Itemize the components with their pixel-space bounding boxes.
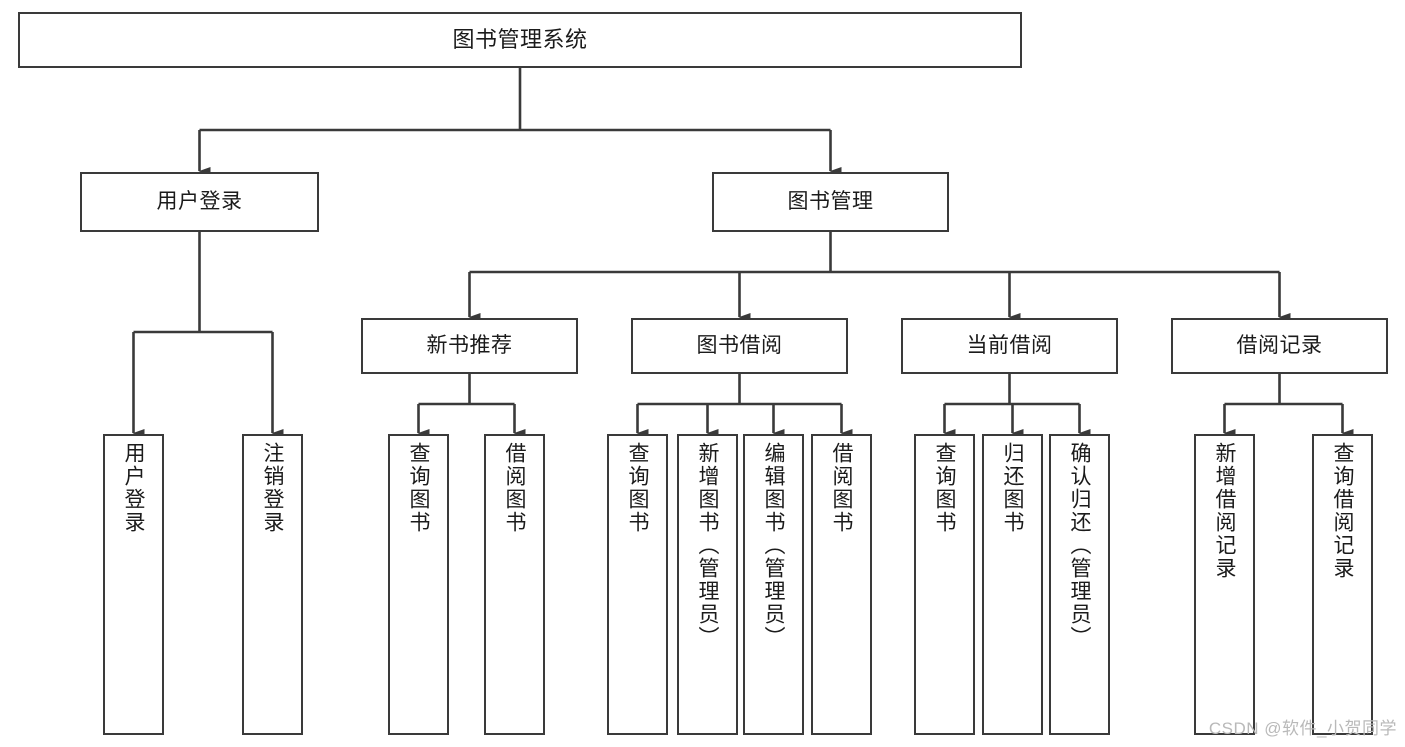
node-label-book-manage: 图书管理: [787, 189, 874, 213]
node-label-leaf-query-book-2: 查询图书: [626, 442, 649, 534]
node-label-current-borrow: 当前借阅: [966, 333, 1053, 357]
node-leaf-borrow-book-2[interactable]: 借阅图书: [811, 434, 872, 735]
node-book-manage[interactable]: 图书管理: [712, 172, 949, 232]
node-leaf-borrow-book-1[interactable]: 借阅图书: [484, 434, 545, 735]
node-leaf-query-record[interactable]: 查询借阅记录: [1312, 434, 1373, 735]
node-new-book-rec[interactable]: 新书推荐: [361, 318, 578, 374]
node-leaf-add-book[interactable]: 新增图书（管理员）: [677, 434, 738, 735]
node-label-leaf-edit-book: 编辑图书（管理员）: [762, 442, 785, 649]
node-borrow-record[interactable]: 借阅记录: [1171, 318, 1388, 374]
node-leaf-logout-login[interactable]: 注销登录: [242, 434, 303, 735]
node-current-borrow[interactable]: 当前借阅: [901, 318, 1118, 374]
node-leaf-confirm-return[interactable]: 确认归还（管理员）: [1049, 434, 1110, 735]
node-label-leaf-add-record: 新增借阅记录: [1213, 442, 1236, 580]
node-leaf-user-login[interactable]: 用户登录: [103, 434, 164, 735]
node-leaf-query-book-3[interactable]: 查询图书: [914, 434, 975, 735]
node-label-leaf-add-book: 新增图书（管理员）: [696, 442, 719, 649]
node-leaf-query-book-1[interactable]: 查询图书: [388, 434, 449, 735]
node-root[interactable]: 图书管理系统: [18, 12, 1022, 68]
node-label-leaf-query-book-3: 查询图书: [933, 442, 956, 534]
node-label-leaf-logout-login: 注销登录: [261, 442, 284, 534]
node-label-borrow-record: 借阅记录: [1236, 333, 1323, 357]
node-label-leaf-confirm-return: 确认归还（管理员）: [1068, 442, 1091, 649]
watermark-text: CSDN @软件_小贺同学: [1208, 719, 1397, 738]
node-label-leaf-return-book: 归还图书: [1001, 442, 1024, 534]
node-leaf-query-book-2[interactable]: 查询图书: [607, 434, 668, 735]
node-label-user-login: 用户登录: [156, 189, 243, 213]
edge-group: [132, 68, 1354, 438]
node-leaf-add-record[interactable]: 新增借阅记录: [1194, 434, 1255, 735]
node-label-new-book-rec: 新书推荐: [426, 333, 513, 357]
node-leaf-return-book[interactable]: 归还图书: [982, 434, 1043, 735]
node-user-login[interactable]: 用户登录: [80, 172, 319, 232]
node-label-leaf-borrow-book-1: 借阅图书: [503, 442, 526, 534]
node-label-leaf-query-book-1: 查询图书: [407, 442, 430, 534]
node-label-book-borrow: 图书借阅: [696, 333, 783, 357]
node-label-leaf-borrow-book-2: 借阅图书: [830, 442, 853, 534]
node-book-borrow[interactable]: 图书借阅: [631, 318, 848, 374]
node-leaf-edit-book[interactable]: 编辑图书（管理员）: [743, 434, 804, 735]
node-label-leaf-user-login: 用户登录: [122, 442, 145, 534]
node-label-leaf-query-record: 查询借阅记录: [1331, 442, 1354, 580]
node-label-root: 图书管理系统: [452, 27, 588, 53]
